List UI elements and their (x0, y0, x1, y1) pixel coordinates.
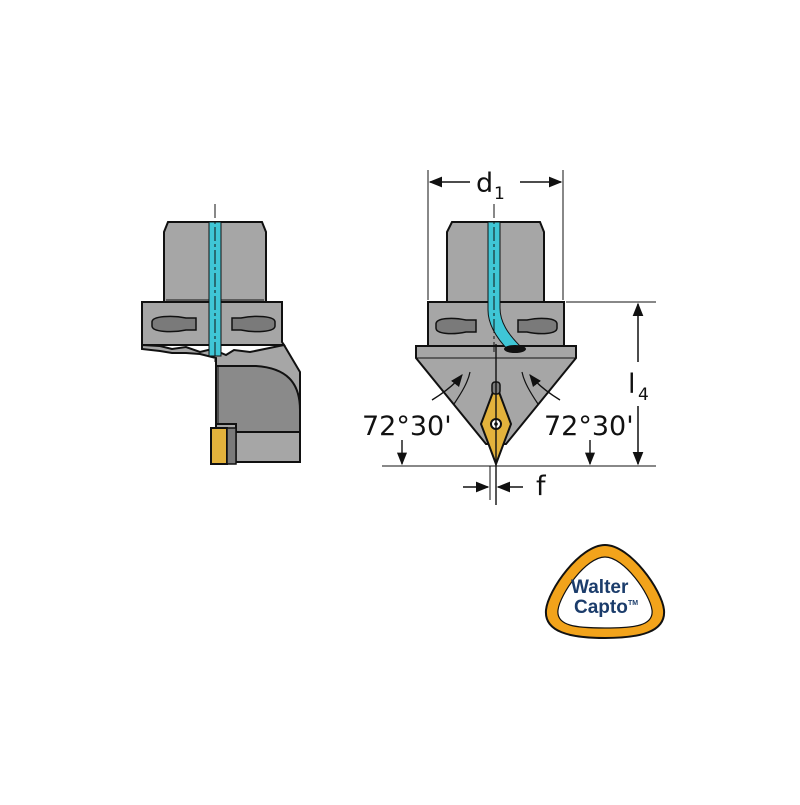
f-label: f (536, 471, 547, 502)
front-view (415, 204, 577, 505)
logo-tm: TM (628, 600, 638, 607)
dimension-angle-left: 72°30' (362, 371, 471, 466)
dimension-l4: l 4 (382, 301, 656, 467)
side-view-groove-left (151, 315, 197, 333)
dimension-f: f (463, 466, 547, 502)
dimension-d1: d 1 (427, 168, 564, 300)
logo-line1: Walter (571, 577, 629, 598)
front-view-groove-left (435, 317, 477, 335)
logo-line2: Capto (574, 597, 628, 618)
angle-right-label: 72°30' (544, 411, 634, 442)
logo-inner (557, 556, 653, 629)
walter-capto-logo: Walter Capto TM (544, 543, 666, 640)
d1-label: d (476, 168, 493, 199)
side-view-groove-right (231, 315, 276, 333)
l4-subscript: 4 (638, 385, 649, 405)
d1-subscript: 1 (494, 184, 505, 204)
front-view-groove-right (517, 317, 558, 335)
side-view (141, 204, 301, 465)
side-view-coolant-channel (208, 221, 222, 357)
side-view-insert (210, 427, 228, 465)
angle-left-label: 72°30' (362, 411, 452, 442)
l4-label: l (628, 369, 636, 400)
side-view-head (215, 365, 301, 433)
dimension-angle-right: 72°30' (521, 371, 634, 466)
